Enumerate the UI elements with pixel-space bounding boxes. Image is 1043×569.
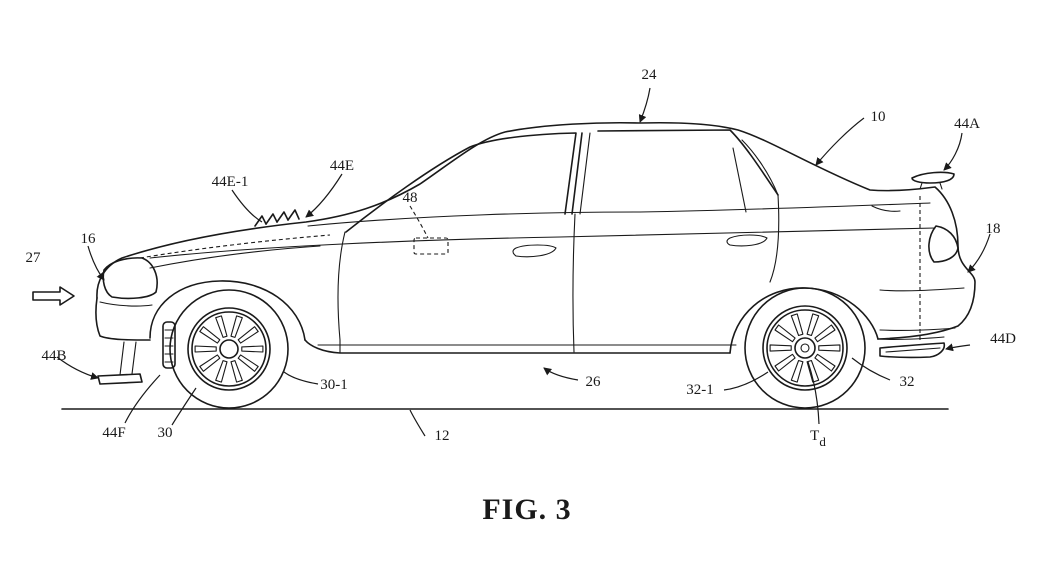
label-airflow: 27 [26,250,42,266]
label-rear-tire: 32-1 [686,382,714,398]
label-hood-element: 44E [330,158,354,174]
wheel-spoke [790,313,804,337]
wheel-spoke [790,359,804,383]
wheel-spoke [814,353,836,372]
wheel-spoke [230,360,243,383]
wheel-spoke [215,315,228,338]
wheel-spoke [814,324,836,343]
rear-spoiler [911,171,955,190]
wheel-deflector [162,321,176,369]
wheel-spoke [215,360,228,383]
vehicle-body [95,121,976,354]
front-wheel [169,289,289,409]
label-rear-diffuser: 44D [990,331,1016,347]
rear-wheel [744,287,866,409]
label-front-wheel: 30 [158,425,173,441]
airflow-arrow [32,286,75,306]
label-torque: Td [810,428,826,449]
label-fuel-door: 48 [403,190,418,206]
wheel-spoke [769,344,792,352]
label-rear-end: 18 [986,221,1001,237]
wheel-spoke [199,354,221,372]
rear-diffuser [879,342,946,359]
wheel-spoke [774,324,796,343]
wheel-spoke [194,345,217,353]
hood-vanes [254,209,300,227]
wheel-spoke [230,315,243,338]
label-rear-wheel: 32 [900,374,915,390]
wheel-spoke [237,326,259,344]
front-splitter [97,341,143,385]
wheel-spoke [806,313,820,337]
reference-labels: 24 10 44A 44E 44E-1 48 16 18 27 44B 44D … [26,67,1017,449]
label-torque-sub: d [819,434,826,449]
wheel-spoke [774,353,796,372]
label-wheel-deflector: 44F [102,425,125,441]
label-front-end: 16 [81,231,97,247]
wheel-spoke [199,326,221,344]
label-front-splitter: 44B [41,348,66,364]
leader-lines [56,87,991,437]
figure-caption: FIG. 3 [482,493,571,526]
wheel-spoke [818,344,841,352]
label-hood-vanes: 44E-1 [212,174,249,190]
label-roof: 24 [642,67,658,83]
label-torque-main: T [810,428,819,444]
label-ground: 12 [435,428,450,444]
wheel-spoke [806,359,820,383]
label-front-tire: 30-1 [320,377,348,393]
label-rear-spoiler: 44A [954,116,980,132]
label-underbody: 26 [586,374,602,390]
label-vehicle: 10 [871,109,886,125]
wheel-spoke [241,345,264,353]
wheel-spoke [237,354,259,372]
